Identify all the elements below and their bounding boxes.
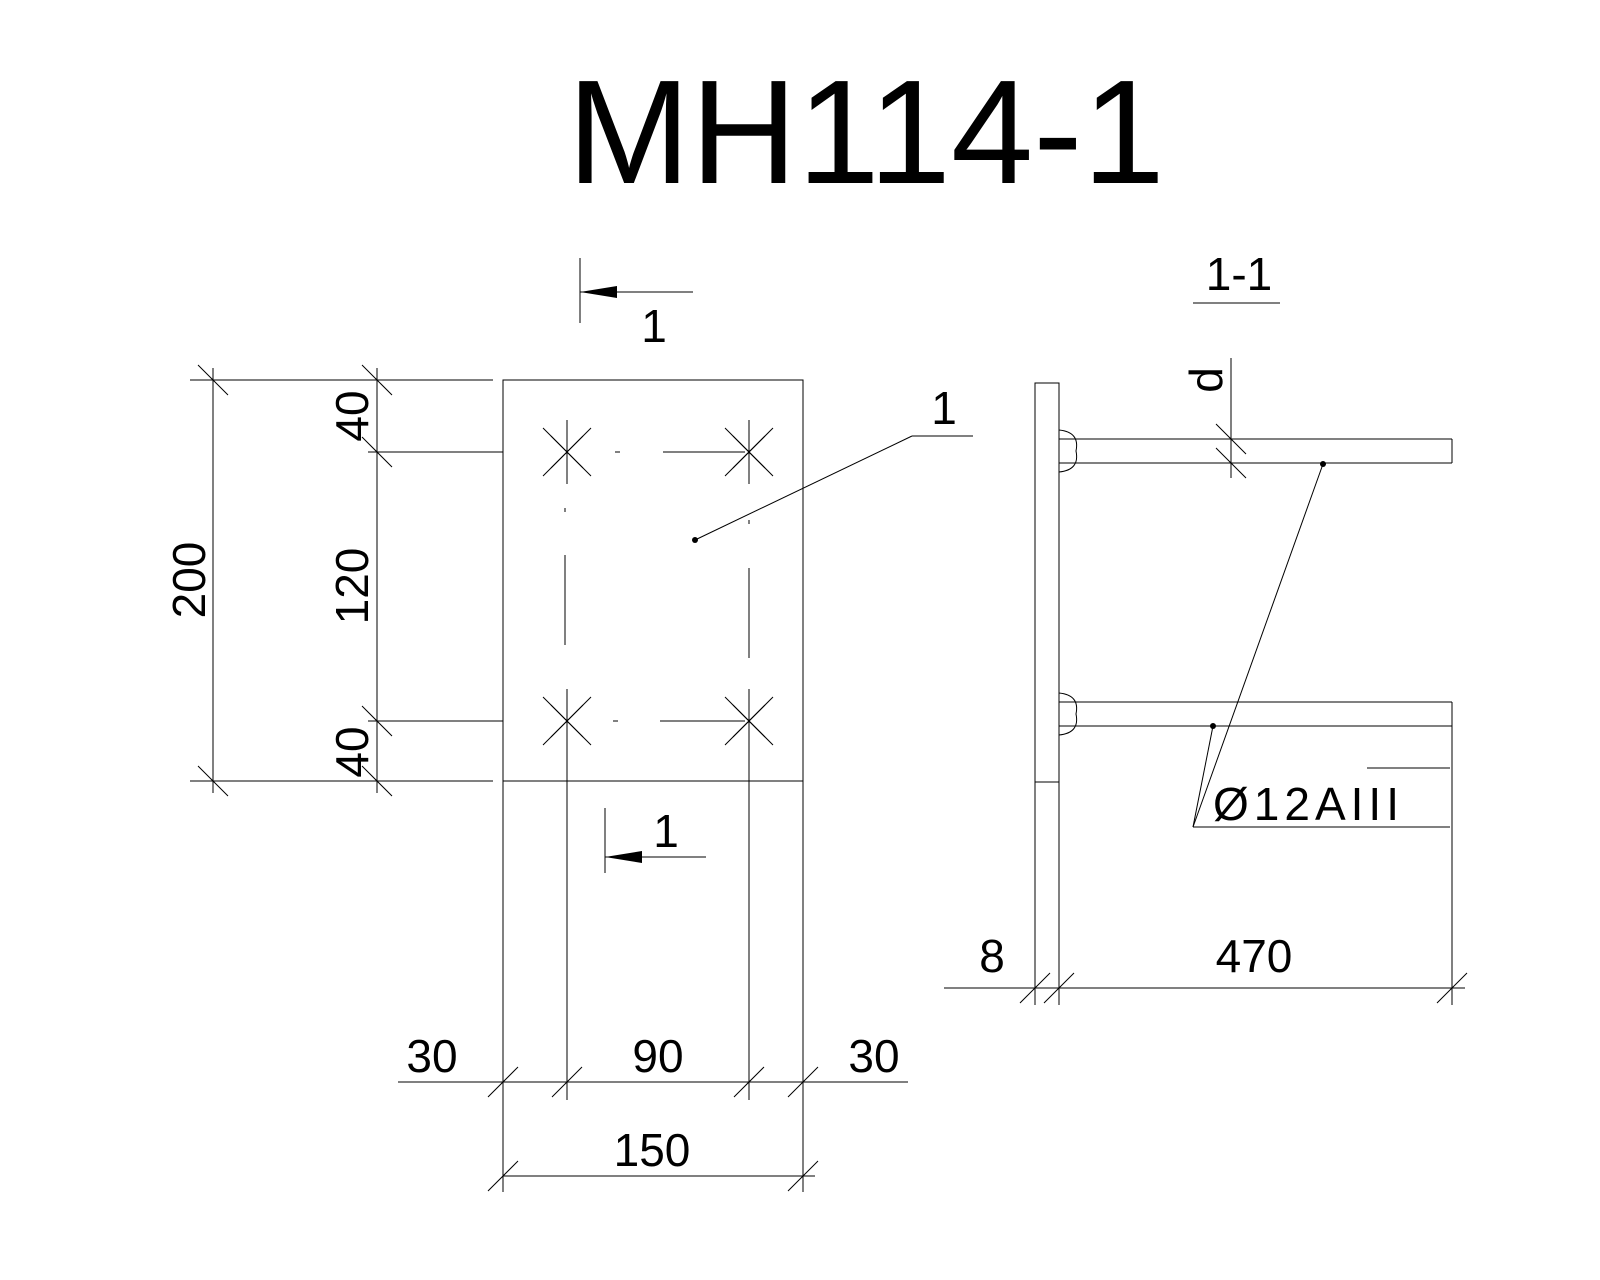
drawing-title: MH114-1 [567,50,1165,215]
embedded-plate-outline [502,379,804,782]
anchor-marker-top-left [542,420,592,484]
dim-bolt-spacing-vertical-label: 120 [326,548,378,625]
dim-vertical-chain: 40 120 40 [326,364,503,797]
dim-plate-height-label: 200 [163,542,215,619]
part-number-label: 1 [931,382,957,434]
dim-plate-height: 200 [163,364,493,797]
anchor-marker-bottom-right [724,689,774,753]
center-lines [564,451,750,722]
dim-plate-thickness-label: 8 [979,930,1005,982]
section-marker-bottom-label: 1 [653,805,679,857]
dim-anchor-length-label: 470 [1216,930,1293,982]
dim-bottom-edge-label: 40 [326,726,378,777]
rebar-spec-label: Ø12AIII [1213,778,1404,830]
dim-top-edge-label: 40 [326,390,378,441]
dim-right-edge-label: 30 [848,1030,899,1082]
rebar-spec-callout: Ø12AIII [1192,461,1450,830]
section-marker-bottom: 1 [604,805,706,873]
section-marker-top: 1 [579,258,693,352]
dim-plate-width-label: 150 [614,1124,691,1176]
anchor-bar-top [1058,429,1453,473]
anchor-bar-bottom [1058,692,1453,736]
section-view: 1-1 d [944,248,1468,1005]
dim-left-edge-label: 30 [406,1030,457,1082]
dim-bolt-spacing-horizontal-label: 90 [632,1030,683,1082]
section-title: 1-1 [1206,248,1272,300]
section-marker-top-label: 1 [641,300,667,352]
plate-section [1034,382,1060,783]
dim-horizontal-chain: 30 90 30 [398,753,908,1192]
anchor-marker-bottom-left [542,689,592,753]
dim-plate-width: 150 [487,1124,819,1192]
part-callout: 1 [692,382,973,543]
anchor-diameter-label: d [1180,367,1232,393]
anchor-marker-top-right [724,420,774,484]
plan-view: 1 1 [163,258,973,1192]
dim-section-horizontal: 8 470 [944,726,1468,1005]
anchor-diameter-callout: d [1180,358,1247,479]
